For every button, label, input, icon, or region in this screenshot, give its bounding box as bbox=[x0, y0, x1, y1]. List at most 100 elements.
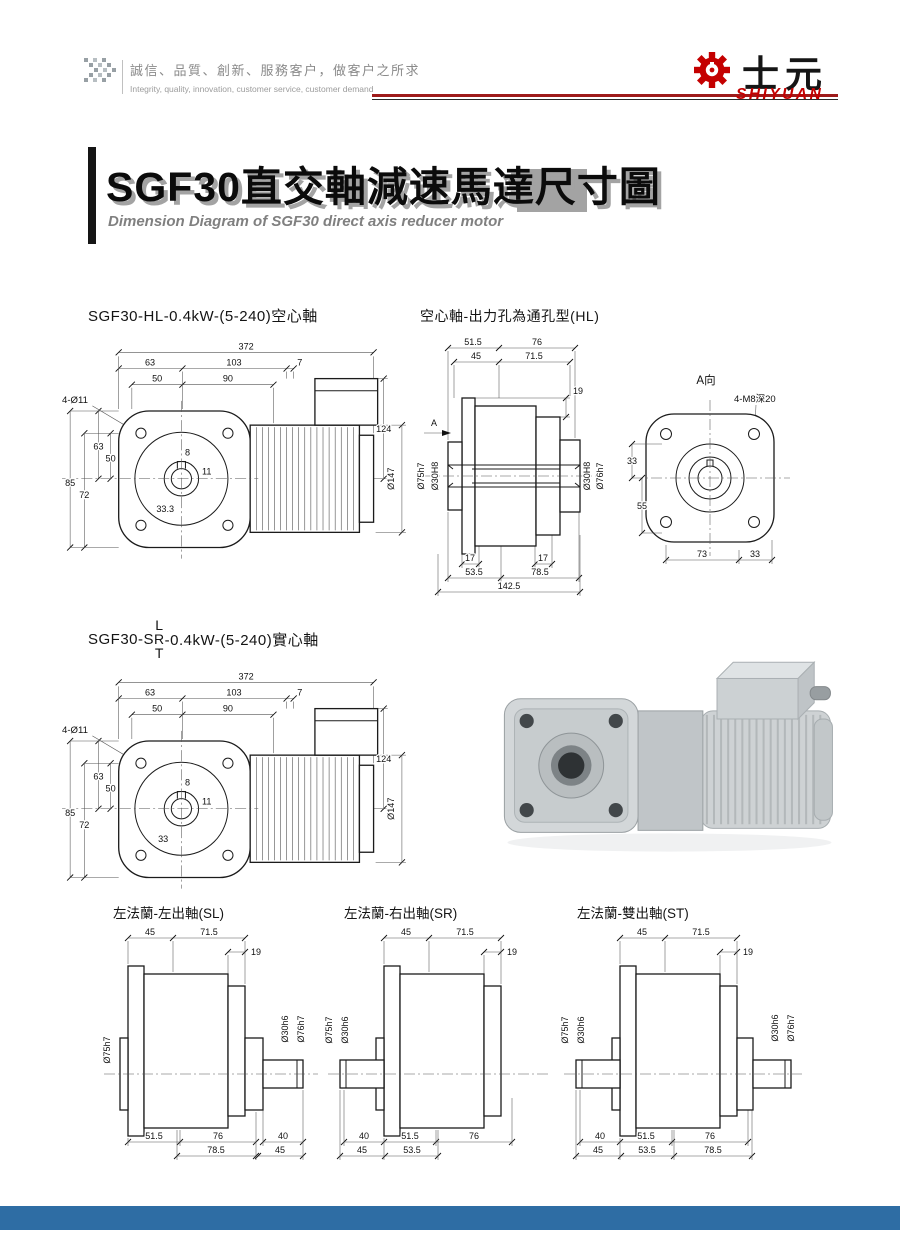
motor-outline bbox=[249, 377, 379, 534]
dim-label: 53.5 bbox=[403, 1145, 421, 1155]
st-drawing: 45 71.5 19 Ø75h7 Ø30h6 Ø30h6 Ø76h7 51.5 … bbox=[559, 926, 802, 1160]
dim-label: 63 bbox=[145, 687, 155, 697]
dim-label: 73 bbox=[697, 549, 707, 559]
dim-label: 33.3 bbox=[156, 504, 174, 514]
dim-label: 40 bbox=[278, 1131, 288, 1141]
variant-t: T bbox=[154, 645, 164, 661]
dim-label: 124 bbox=[376, 424, 391, 434]
gear-housing-3d bbox=[637, 710, 704, 831]
dim-label: 17 bbox=[538, 553, 548, 563]
dimension-lines bbox=[572, 934, 756, 1160]
dim-label: 72 bbox=[79, 490, 89, 500]
motor-body-3d bbox=[700, 710, 833, 829]
dim-label: 71.5 bbox=[456, 927, 474, 937]
dim-label: 53.5 bbox=[465, 567, 483, 577]
dim-label: 33 bbox=[158, 834, 168, 844]
diameter-label: Ø75h7 bbox=[560, 1016, 570, 1043]
dim-label: 51.5 bbox=[145, 1131, 163, 1141]
diameter-label: Ø30h6 bbox=[770, 1014, 780, 1041]
company-slogan-en: Integrity, quality, innovation, customer… bbox=[130, 84, 374, 94]
bolt-pattern-note: 4-Ø11 bbox=[62, 395, 88, 406]
gearbox-side-outline bbox=[575, 965, 792, 1137]
st-view-label: 左法蘭-雙出軸(ST) bbox=[577, 906, 689, 921]
dim-label: 50 bbox=[152, 374, 162, 384]
dim-label: 76 bbox=[213, 1131, 223, 1141]
diameter-label: Ø30H8 bbox=[430, 462, 440, 491]
hl-section-label: SGF30-HL-0.4kW-(5-240)空心軸 bbox=[88, 308, 318, 325]
hl-side-drawing: A 51.5 76 45 71.5 19 Ø75h7 Ø30H8 Ø30H8 Ø… bbox=[415, 336, 606, 596]
header-divider bbox=[122, 60, 123, 94]
dim-label: 90 bbox=[223, 374, 233, 384]
gear-logo-icon bbox=[694, 52, 730, 88]
dim-label: 7 bbox=[297, 687, 302, 697]
dim-label: 85 bbox=[65, 478, 75, 488]
dim-label: 8 bbox=[185, 447, 190, 457]
dim-label: 11 bbox=[202, 797, 211, 807]
dim-label: 71.5 bbox=[200, 927, 218, 937]
bolt-pattern-note: 4-Ø11 bbox=[62, 725, 88, 736]
sr-label-prefix: SGF30-S bbox=[88, 630, 155, 648]
centerlines bbox=[62, 400, 259, 559]
dim-label: 124 bbox=[376, 754, 391, 764]
variant-r: R bbox=[154, 631, 165, 647]
gearbox-front-outline bbox=[118, 410, 251, 549]
company-slogan-cn: 誠信、品質、創新、服務客户，做客户之所求 bbox=[130, 63, 421, 78]
dim-label: 45 bbox=[357, 1145, 367, 1155]
dim-label: 142.5 bbox=[498, 581, 521, 591]
hl-side-view-label: 空心軸-出力孔為通孔型(HL) bbox=[420, 308, 600, 324]
dim-label: 50 bbox=[152, 704, 162, 714]
dim-label: 40 bbox=[359, 1131, 369, 1141]
product-photo bbox=[503, 661, 833, 852]
dim-label: 63 bbox=[145, 357, 155, 367]
sr-label-suffix: -0.4kW-(5-240)實心軸 bbox=[164, 631, 319, 649]
dim-label: 50 bbox=[106, 454, 116, 464]
terminal-box-3d bbox=[715, 661, 831, 721]
dim-label: 78.5 bbox=[531, 567, 549, 577]
sr-view-label: 左法蘭-右出軸(SR) bbox=[344, 906, 458, 921]
dim-label: 45 bbox=[401, 927, 411, 937]
header-rule-dark bbox=[372, 99, 838, 100]
dim-label: 40 bbox=[595, 1131, 605, 1141]
diameter-label: Ø76h7 bbox=[595, 462, 605, 489]
diameter-label: Ø30h6 bbox=[576, 1016, 586, 1043]
dim-label: 76 bbox=[469, 1131, 479, 1141]
tap-note: 4-M8深20 bbox=[734, 394, 776, 405]
view-direction-label: A向 bbox=[696, 373, 715, 387]
flange-3d bbox=[503, 698, 639, 833]
diameter-label: Ø75h7 bbox=[324, 1016, 334, 1043]
dim-label: 19 bbox=[743, 947, 753, 957]
dim-label: 63 bbox=[93, 441, 103, 451]
dim-label: 51.5 bbox=[401, 1131, 419, 1141]
sl-view-label: 左法蘭-左出軸(SL) bbox=[113, 906, 224, 921]
gearbox-section-outline bbox=[447, 397, 581, 555]
dim-label: 45 bbox=[145, 927, 155, 937]
dim-label: 78.5 bbox=[704, 1145, 722, 1155]
diameter-label: Ø30h6 bbox=[280, 1015, 290, 1042]
dim-label: 71.5 bbox=[525, 351, 543, 361]
diameter-label: Ø75h7 bbox=[416, 462, 426, 489]
variant-l: L bbox=[155, 617, 164, 633]
dim-label: 33 bbox=[627, 456, 637, 466]
dim-label: 19 bbox=[507, 947, 517, 957]
hl-front-drawing: 372 63 103 7 50 90 85 72 63 50 4-Ø11 8 1… bbox=[61, 340, 406, 559]
sr-front-drawing: 372 63 103 7 50 90 85 72 63 50 4-Ø11 8 1… bbox=[61, 670, 406, 889]
dim-label: 63 bbox=[93, 771, 103, 781]
diameter-label: Ø76h7 bbox=[296, 1015, 306, 1042]
dim-label: 19 bbox=[573, 386, 583, 396]
dim-label: 33 bbox=[750, 549, 760, 559]
brand-name-cn: 士元 bbox=[742, 54, 828, 95]
brand-name-en: SHIYUAN bbox=[736, 86, 824, 103]
dim-label: 76 bbox=[532, 337, 542, 347]
dim-label: 372 bbox=[239, 341, 254, 351]
centerlines bbox=[62, 730, 259, 889]
dim-label: 76 bbox=[705, 1131, 715, 1141]
dim-label: 53.5 bbox=[638, 1145, 656, 1155]
gearbox-side-outline bbox=[119, 965, 304, 1137]
dim-label: 90 bbox=[223, 704, 233, 714]
dim-label: 45 bbox=[637, 927, 647, 937]
dim-label: 51.5 bbox=[637, 1131, 655, 1141]
sl-drawing: 45 71.5 19 Ø75h7 Ø30h6 Ø76h7 51.5 76 40 … bbox=[101, 926, 318, 1160]
gearbox-side-outline bbox=[339, 965, 502, 1137]
motor-diameter-label: Ø147 bbox=[386, 468, 396, 490]
